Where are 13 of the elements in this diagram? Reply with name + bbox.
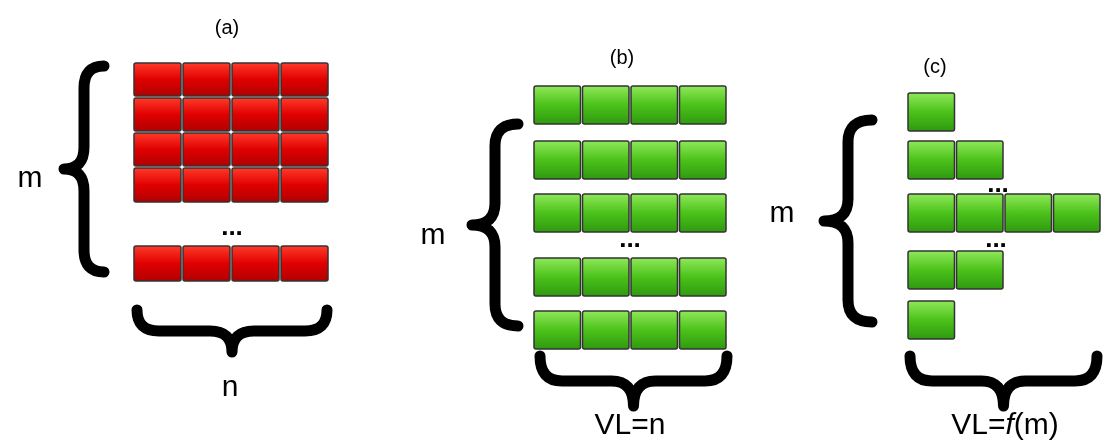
dimension-label: VL=n — [594, 409, 666, 439]
panel-label: (a) — [214, 17, 240, 37]
panel-label: (b) — [609, 47, 635, 67]
ellipsis: ... — [221, 213, 243, 239]
panel-label: (c) — [923, 56, 947, 76]
ellipsis: ... — [987, 170, 1009, 196]
dimension-label: VL=f(m) — [951, 409, 1059, 439]
ellipsis: ... — [985, 225, 1007, 251]
dimension-label: m — [420, 219, 446, 249]
dimension-label: m — [769, 197, 795, 227]
ellipsis: ... — [619, 225, 641, 251]
dimension-label: n — [221, 371, 239, 401]
dimension-label: m — [17, 162, 43, 192]
